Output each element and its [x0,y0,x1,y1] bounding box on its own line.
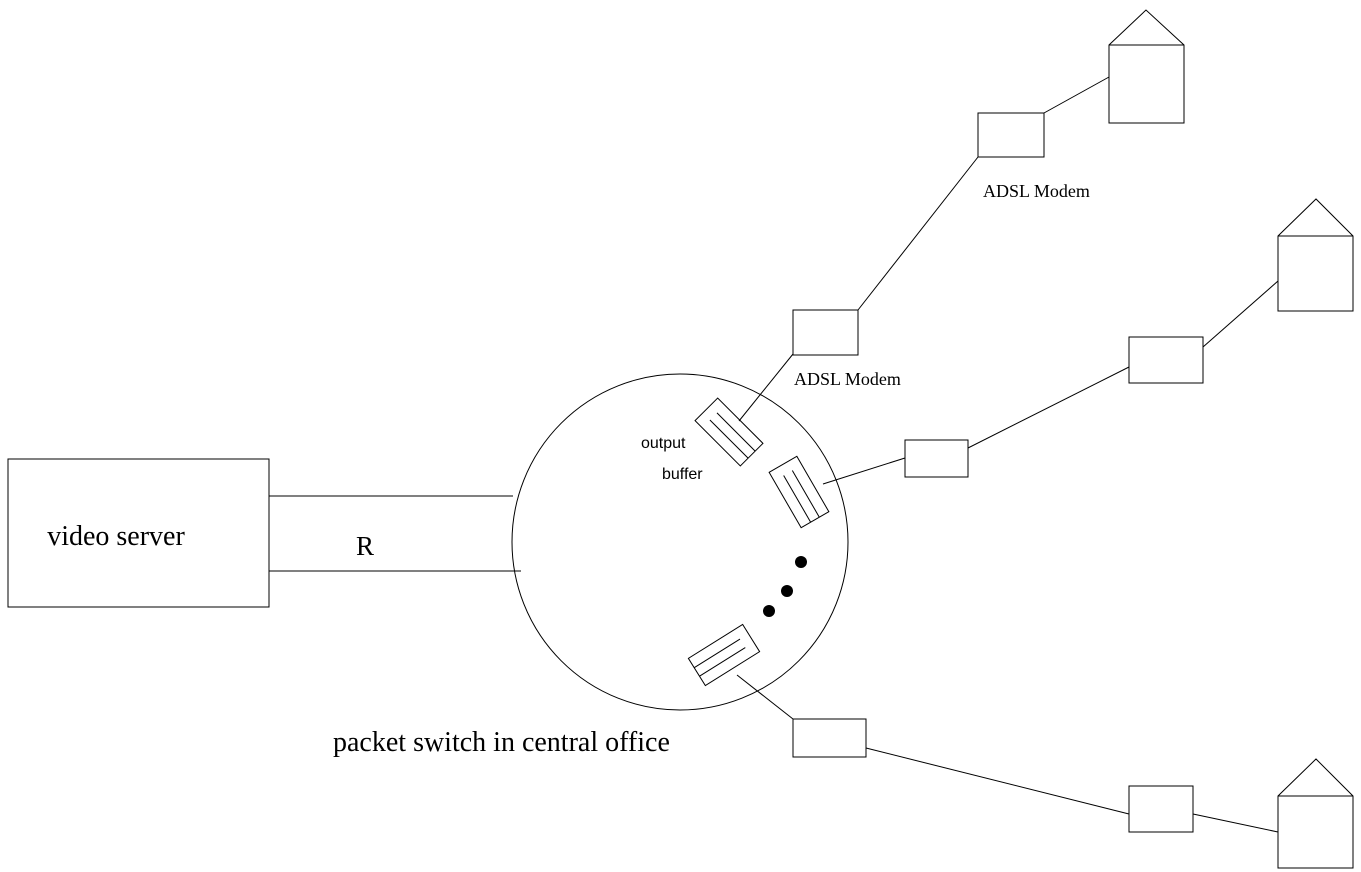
packet-switch-label: packet switch in central office [333,727,670,758]
ellipsis-dot-1 [795,556,807,568]
branch-2-modem-far [1128,336,1204,384]
branch-2-link-c [1202,280,1279,348]
branch-3-link-c [1192,813,1279,833]
branch-3-link-a [736,674,794,720]
branch-1-modem-near-label: ADSL Modem [794,369,901,389]
branch-1-link-b [857,156,979,311]
branch-2-link-a [822,457,906,485]
output-buffer-label-line1: output [641,435,686,452]
branch-1-modem-far-label: ADSL Modem [983,181,1090,201]
video-server-label: video server [47,521,185,552]
branch-1-link-a [738,353,794,422]
branch-3-link-b [865,747,1130,815]
branch-2-modem-near [904,439,969,478]
output-buffer-label-line2: buffer [662,466,703,483]
output-buffer-3 [687,623,761,687]
video-server-box [7,458,270,608]
ellipsis-dot-3 [763,605,775,617]
branch-1-modem-near [792,309,859,356]
ellipsis-dot-2 [781,585,793,597]
output-buffer-2 [768,455,830,529]
branch-2-house-icon [1277,198,1354,312]
branch-1-link-c [1043,76,1110,114]
branch-3-modem-near [792,718,867,758]
packet-switch-circle [511,373,849,711]
branch-1-house-icon [1108,9,1185,124]
branch-1-modem-far [977,112,1045,158]
branch-3-house-icon [1277,758,1354,869]
output-buffer-1 [694,397,764,467]
branch-3-modem-far [1128,785,1194,833]
link-rate-label: R [356,531,374,561]
branch-2-link-b [967,366,1130,449]
